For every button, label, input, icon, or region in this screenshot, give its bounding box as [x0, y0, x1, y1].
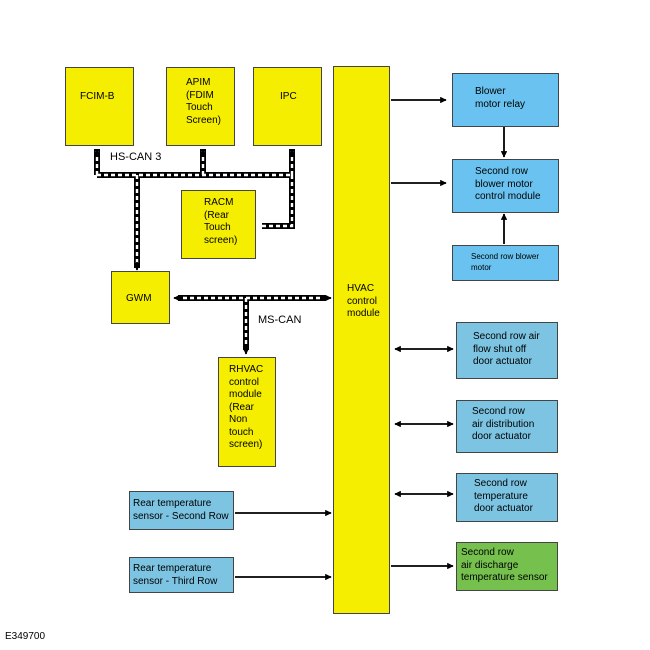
blower-motor-relay: Blower motor relay [452, 73, 559, 127]
apim-module: APIM (FDIM Touch Screen) [166, 67, 235, 146]
second-row-air-distribution-door-actuator: Second row air distribution door actuato… [456, 400, 558, 453]
second-row-blower-motor-control-module: Second row blower motor control module [452, 159, 559, 213]
second-row-air-discharge-temperature-sensor: Second row air discharge temperature sen… [456, 542, 558, 591]
fcim-b-module: FCIM-B [65, 67, 134, 146]
hs-can-bus [93, 149, 296, 271]
rhvac-module: RHVAC control module (Rear Non touch scr… [218, 357, 276, 467]
second-row-air-flow-shut-off-door-actuator: Second row air flow shut off door actuat… [456, 322, 558, 379]
rear-temperature-sensor-second-row: Rear temperature sensor - Second Row [129, 491, 234, 530]
second-row-temperature-door-actuator: Second row temperature door actuator [456, 473, 558, 522]
ipc-module: IPC [253, 67, 322, 146]
ms-can-bus [173, 294, 332, 355]
gwm-module: GWM [111, 271, 170, 324]
ms-can-label: MS-CAN [258, 314, 302, 326]
racm-module: RACM (Rear Touch screen) [181, 190, 256, 259]
hvac-control-module: HVAC control module [333, 66, 390, 614]
hs-can-3-label: HS-CAN 3 [110, 151, 162, 163]
second-row-blower-motor: Second row blower motor [452, 245, 559, 281]
rear-temperature-sensor-third-row: Rear temperature sensor - Third Row [129, 557, 234, 593]
figure-code: E349700 [5, 631, 46, 642]
signal-arrows [235, 96, 508, 581]
